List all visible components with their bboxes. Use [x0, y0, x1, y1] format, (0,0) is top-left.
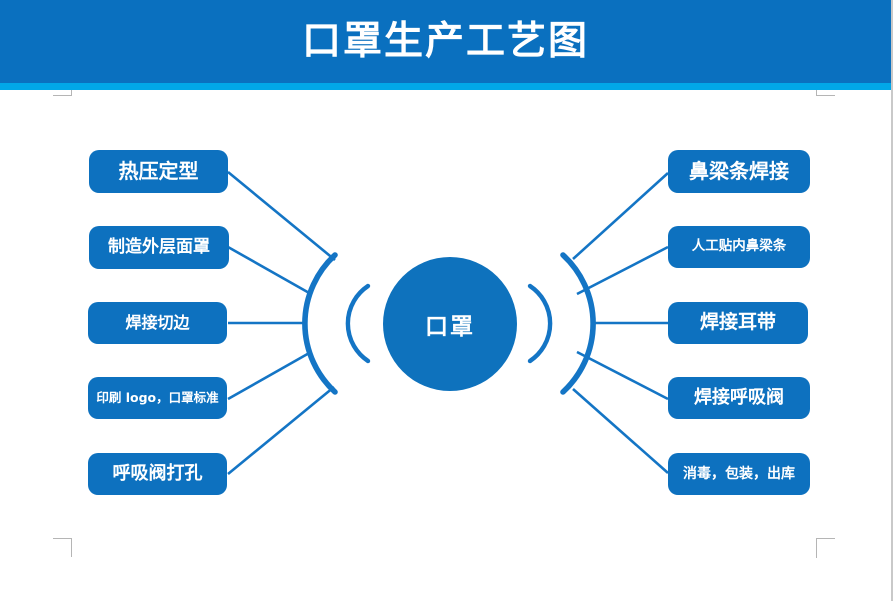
process-node-label: 鼻梁条焊接	[689, 159, 789, 183]
connector-line	[227, 350, 312, 401]
connector-line	[572, 388, 669, 474]
process-node-weld-trim-edge[interactable]: 焊接切边	[88, 302, 227, 344]
process-node-label: 焊接呼吸阀	[694, 386, 784, 408]
bracket-arc-inner-left	[345, 283, 371, 364]
connector-line	[227, 170, 336, 262]
process-node-print-logo-standard[interactable]: 印刷 logo，口罩标准	[88, 377, 227, 419]
margin-mark-top-right	[816, 90, 817, 96]
process-node-weld-ear-straps[interactable]: 焊接耳带	[668, 302, 808, 344]
connector-line	[227, 245, 312, 296]
connector-line	[227, 385, 335, 476]
process-node-nose-strip-welding[interactable]: 鼻梁条焊接	[668, 150, 810, 193]
accent-strip	[0, 83, 891, 90]
connector-line	[576, 245, 669, 296]
title-banner: 口罩生产工艺图	[0, 0, 891, 83]
bracket-arc-outer-left	[302, 252, 338, 395]
connector-line	[572, 172, 669, 260]
margin-mark-top-left	[71, 90, 72, 96]
margin-mark-bottom-right	[816, 538, 835, 539]
margin-mark-bottom-left	[53, 538, 72, 539]
process-node-attach-inner-nose-strip[interactable]: 人工贴内鼻梁条	[668, 226, 810, 268]
margin-mark-bottom-right	[816, 538, 817, 558]
process-node-label: 印刷 logo，口罩标准	[96, 389, 219, 405]
process-node-label: 焊接耳带	[699, 311, 776, 334]
process-node-make-outer-mask[interactable]: 制造外层面罩	[89, 226, 229, 269]
margin-mark-bottom-left	[71, 538, 72, 557]
process-node-label: 制造外层面罩	[108, 236, 210, 257]
window-edge	[891, 0, 893, 601]
bracket-arc-outer-right	[560, 252, 596, 395]
process-node-valve-punching[interactable]: 呼吸阀打孔	[88, 453, 227, 495]
process-node-hot-press-shaping[interactable]: 热压定型	[89, 150, 228, 193]
center-node-label: 口罩	[425, 314, 475, 340]
page-title: 口罩生产工艺图	[301, 19, 589, 64]
process-node-disinfect-pack-ship[interactable]: 消毒，包装，出库	[668, 453, 810, 495]
process-node-label: 人工贴内鼻梁条	[691, 238, 787, 255]
process-node-label: 热压定型	[118, 159, 199, 183]
bracket-arc-inner-right	[527, 283, 553, 364]
process-node-weld-breathing-valve[interactable]: 焊接呼吸阀	[668, 377, 810, 419]
connector-line	[576, 350, 669, 401]
process-node-label: 消毒，包装，出库	[683, 465, 795, 482]
margin-mark-top-left	[53, 95, 72, 96]
center-node-mask[interactable]: 口罩	[383, 257, 517, 391]
margin-mark-top-right	[816, 95, 835, 96]
process-node-label: 呼吸阀打孔	[112, 462, 203, 484]
process-node-label: 焊接切边	[125, 312, 190, 332]
